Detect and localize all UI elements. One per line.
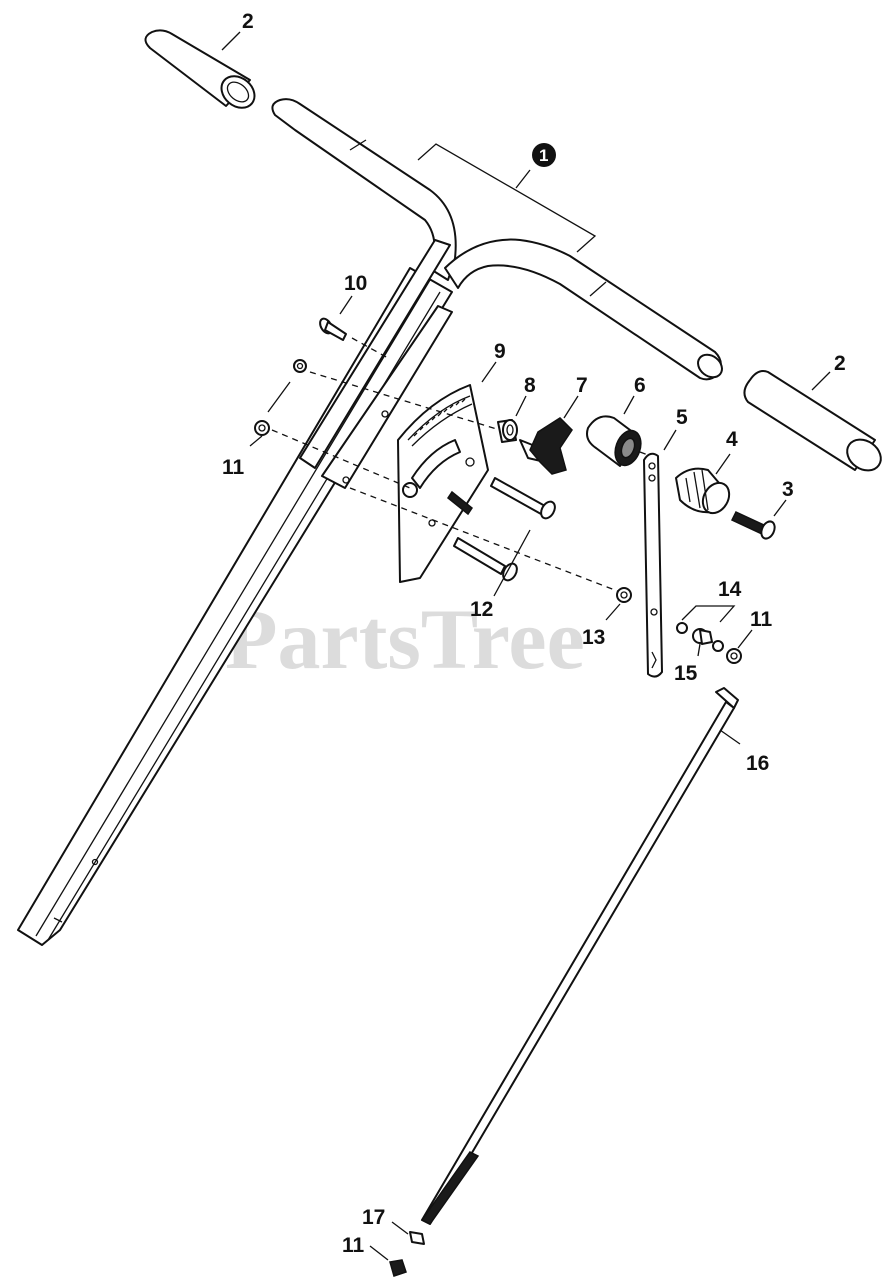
handle-knob[interactable] [586,415,645,469]
callout-4: 4 [726,428,738,451]
ferrule[interactable] [409,1231,425,1245]
handle-crossbar-right [444,238,722,381]
handle-bracket-right [321,305,453,489]
handle-lower-tube [17,267,453,946]
callout-15: 15 [674,662,698,685]
callout-8: 8 [524,374,536,397]
callout-13: 13 [582,626,605,649]
nut-upper[interactable] [293,359,307,373]
callout-3: 3 [782,478,794,501]
handle-bracket-left [299,239,451,469]
control-rod[interactable] [420,687,739,1225]
cap-screw[interactable] [730,511,777,541]
spacer[interactable] [497,419,518,443]
callout-2-left: 2 [242,10,254,33]
leader-lines [221,31,831,1261]
callout-1-badge [532,143,556,167]
callout-9: 9 [494,340,506,363]
nut-bottom[interactable] [389,1259,407,1277]
grip-left[interactable] [144,29,260,114]
grip-right[interactable] [743,370,886,477]
callout-16: 16 [746,752,769,775]
nut-lower[interactable] [254,420,270,436]
callout-11-right: 11 [750,608,773,631]
callout-10: 10 [344,272,367,295]
washer[interactable] [616,587,632,603]
callout-12: 12 [470,598,493,621]
crossbar-end [697,353,723,379]
callout-5: 5 [676,406,688,429]
bolt-thread [446,490,474,516]
callout-11-left: 11 [222,456,245,479]
handle-assembly[interactable] [17,98,726,946]
callout-17: 17 [362,1206,385,1229]
bushing-set[interactable] [676,622,724,652]
knob-insert[interactable] [675,467,734,518]
bolt-long[interactable] [490,477,558,521]
callout-2-right: 2 [834,352,846,375]
callout-1: 1 [539,146,548,165]
callout-6: 6 [634,374,646,397]
assembly-bracket-line [417,143,597,253]
callout-14: 14 [718,578,742,601]
callout-11-bottom: 11 [342,1234,365,1257]
link-plate[interactable] [643,452,663,678]
carriage-bolt[interactable] [318,317,347,341]
watermark: PartsTree [225,591,585,687]
bolt-short[interactable] [453,537,520,583]
nut-right[interactable] [726,648,742,664]
star-knob[interactable] [519,417,573,475]
bracket-14 [681,605,736,623]
callout-7: 7 [576,374,588,397]
